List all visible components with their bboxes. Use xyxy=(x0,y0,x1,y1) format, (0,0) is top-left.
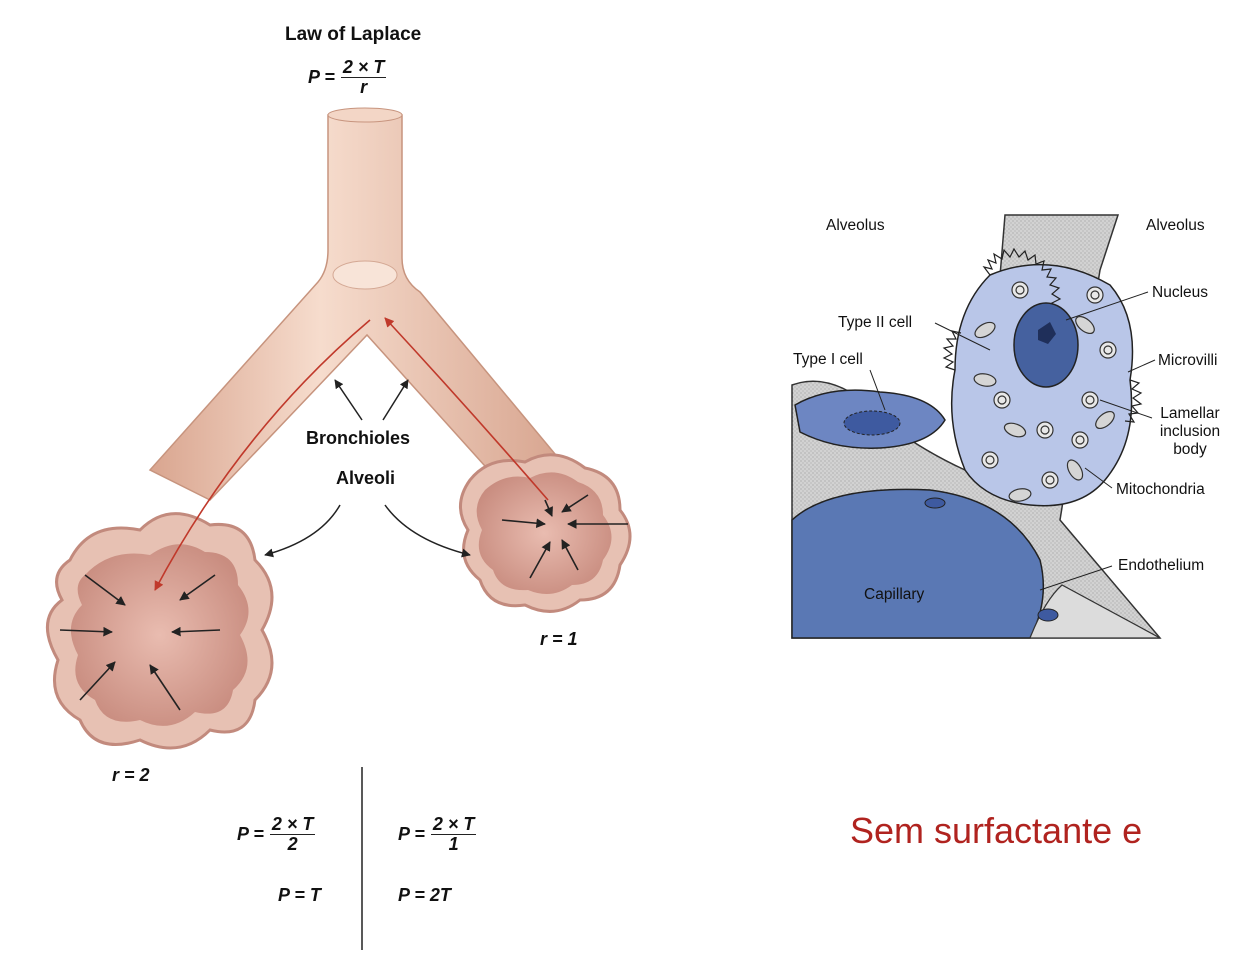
mitochondria-label: Mitochondria xyxy=(1116,481,1205,498)
lamellar-body-label: Lamellar inclusion body xyxy=(1155,405,1225,459)
microvilli-label: Microvilli xyxy=(1158,352,1218,369)
nucleus-label: Nucleus xyxy=(1152,284,1208,301)
eq-right-num: 2 × T xyxy=(430,814,477,835)
nucleus-shape xyxy=(1013,302,1079,388)
eq-right-lhs: P = xyxy=(398,823,425,844)
type-i-cell-label: Type I cell xyxy=(793,351,863,368)
capillary-label: Capillary xyxy=(864,586,925,603)
airway-tree xyxy=(148,107,577,506)
capillary-shape xyxy=(791,488,1045,639)
laplace-title: Law of Laplace xyxy=(285,24,422,45)
alveolus-left-label: Alveolus xyxy=(826,217,885,234)
laplace-lhs: P = xyxy=(308,66,335,87)
eq-left-lhs: P = xyxy=(237,823,264,844)
bronchioles-label: Bronchioles xyxy=(306,428,411,448)
laplace-numerator: 2 × T xyxy=(340,57,387,78)
alveoli-label: Alveoli xyxy=(336,468,396,488)
laplace-denominator: r xyxy=(360,76,368,97)
radius-small-label: r = 1 xyxy=(540,629,578,649)
endothelium-label: Endothelium xyxy=(1118,557,1205,574)
alveolus-large xyxy=(45,319,371,750)
result-left: P = T xyxy=(278,885,321,905)
alveolus-small xyxy=(384,317,632,613)
cell-diagram xyxy=(791,214,1244,639)
label-pointers xyxy=(264,379,471,558)
equation-right: P = 2 × T 1 xyxy=(398,814,477,854)
alveolus-right-label: Alveolus xyxy=(1146,217,1205,234)
equation-left: P = 2 × T 2 xyxy=(237,814,316,854)
lamellar-line-1: Lamellar xyxy=(1160,405,1220,422)
result-right: P = 2T xyxy=(398,885,451,905)
eq-right-den: 1 xyxy=(448,833,459,854)
radius-large-label: r = 2 xyxy=(112,765,150,785)
eq-left-den: 2 xyxy=(287,833,298,854)
laplace-formula: P = 2 × T r xyxy=(308,57,387,97)
eq-left-num: 2 × T xyxy=(269,814,316,835)
surfactant-caption: Sem surfactante e xyxy=(850,810,1143,851)
lamellar-line-2: inclusion xyxy=(1159,423,1221,440)
type-ii-cell-label: Type II cell xyxy=(838,314,913,331)
lamellar-line-3: body xyxy=(1173,441,1207,458)
